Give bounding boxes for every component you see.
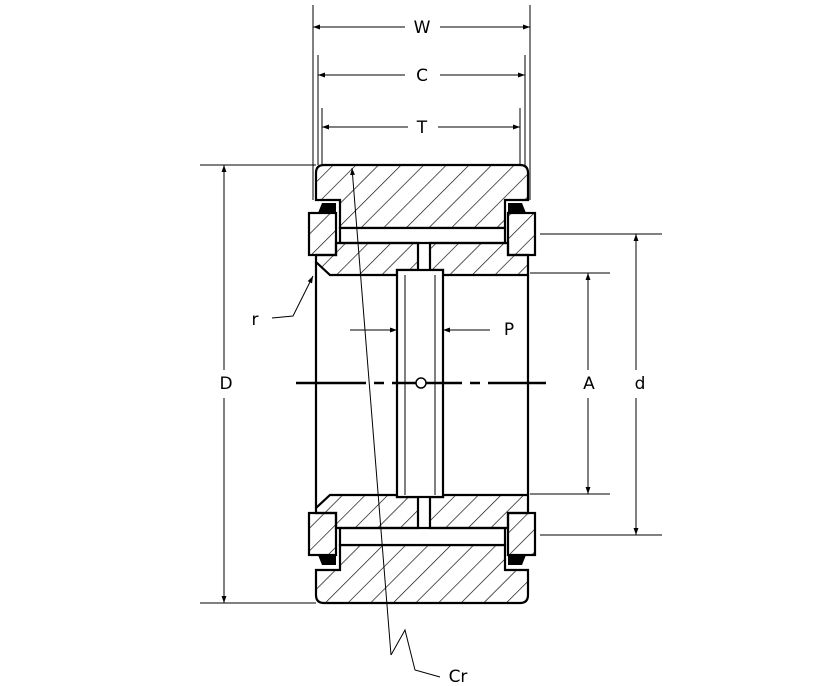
seal bbox=[318, 203, 336, 213]
side-washer bbox=[307, 211, 338, 257]
dimension-c: C bbox=[318, 66, 525, 86]
side-washer bbox=[506, 211, 537, 257]
label-r: r bbox=[252, 310, 259, 330]
label-w: W bbox=[414, 18, 431, 38]
label-D: D bbox=[219, 374, 232, 394]
label-P: P bbox=[504, 320, 514, 340]
dimension-w: W bbox=[313, 18, 530, 38]
inner-ring-top bbox=[314, 241, 420, 277]
roller-bottom bbox=[338, 526, 507, 547]
label-A: A bbox=[583, 374, 595, 394]
label-t: T bbox=[416, 118, 428, 138]
seal bbox=[508, 555, 526, 565]
label-Cr: Cr bbox=[449, 667, 468, 686]
bearing-body bbox=[296, 163, 546, 605]
seal bbox=[318, 555, 336, 565]
dimension-r: r bbox=[252, 275, 314, 330]
dimension-cr: Cr bbox=[350, 167, 468, 686]
dimension-d-inner: d bbox=[633, 234, 646, 535]
label-c: C bbox=[416, 66, 428, 86]
outer-ring-top bbox=[314, 163, 530, 230]
dimension-p: P bbox=[350, 320, 514, 340]
dimension-d-outer: D bbox=[219, 165, 233, 603]
dimension-t: T bbox=[322, 118, 520, 138]
side-washer bbox=[307, 511, 338, 557]
label-d: d bbox=[635, 374, 646, 394]
dimension-a: A bbox=[583, 273, 595, 494]
outer-ring-bottom bbox=[314, 543, 530, 605]
roller-top bbox=[338, 226, 507, 245]
center-mark bbox=[415, 377, 427, 389]
side-washer bbox=[506, 511, 537, 557]
seal bbox=[508, 203, 526, 213]
